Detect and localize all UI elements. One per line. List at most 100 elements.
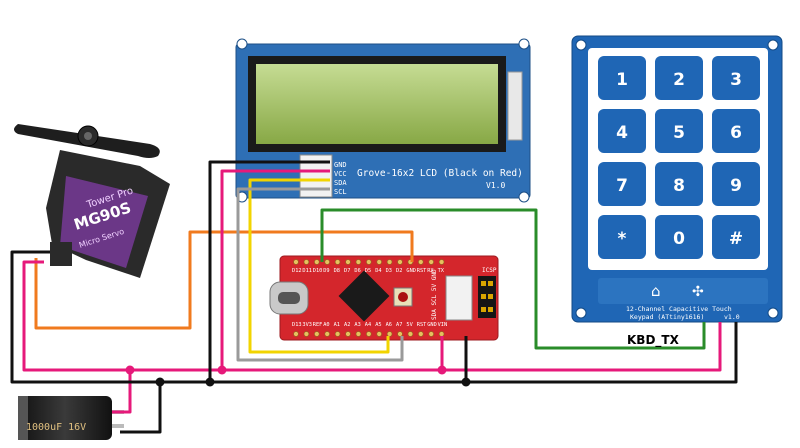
nano-bottom-pin-label: VIN — [438, 322, 448, 328]
nano-bottom-pin-hole — [438, 331, 445, 337]
nano-bottom-pin-hole — [314, 331, 320, 337]
keypad-key[interactable]: 7 — [598, 162, 646, 206]
nano-top-pin-label: TX — [438, 268, 445, 274]
keypad-key[interactable]: 4 — [598, 109, 646, 153]
nano-top-pin-label: D11 — [302, 268, 312, 274]
nano-top-pin-label: D12 — [292, 268, 302, 274]
nano-top-pin-label: D8 — [334, 268, 340, 274]
nano-top-pin-hole — [397, 259, 403, 265]
keypad-version: v1.0 — [724, 313, 740, 321]
nano-bottom-pin-label: A3 — [354, 322, 360, 328]
keypad-caption-line1: 12-Channel Capacitive Touch — [626, 305, 732, 313]
keypad-key[interactable]: 3 — [712, 56, 760, 100]
nano-bottom-pin-label: REF — [313, 322, 323, 328]
keypad-key-label: 1 — [616, 70, 628, 90]
lcd-pin-gnd: GND — [334, 161, 347, 169]
wire-gray-scl — [236, 187, 404, 362]
junction-dot — [437, 365, 447, 375]
nano-top-pin-hole — [428, 259, 434, 265]
nano-top-pin-label: D5 — [365, 268, 371, 274]
keypad-key[interactable]: 1 — [598, 56, 646, 100]
keypad-module: 1 2 3 4 5 6 7 8 9 * 0 # ⌂ ✣ 12-Channel Capacitive T… — [571, 35, 783, 323]
nano-top-pin-label: RST — [417, 268, 427, 274]
lcd-pin-vcc: VCC — [334, 170, 347, 178]
nano-bottom-pin-hole — [376, 331, 382, 337]
wire-black-cap — [120, 382, 162, 434]
nano-top-pin-hole — [438, 259, 445, 265]
nano-bottom-pin-hole — [345, 331, 351, 337]
lcd-title: Grove-16x2 LCD (Black on Red) — [357, 168, 523, 179]
nano-bottom-pin-label: 3V3 — [302, 322, 312, 328]
home-icon: ⌂ — [651, 282, 661, 300]
wire-orange-servo-signal — [34, 230, 414, 330]
nano-top-pin-label: D7 — [344, 268, 350, 274]
nano-bottom-pin-hole — [303, 331, 310, 337]
nano-bottom-pin-label: RST — [417, 322, 427, 328]
junction-dot — [125, 365, 135, 375]
nano-top-pin-hole — [376, 259, 382, 265]
nano-top-pin-hole — [314, 259, 320, 265]
wire-black-servo-gnd — [10, 250, 210, 384]
nano-top-pin-label: D2 — [396, 268, 402, 274]
wire-pink-servo-vcc — [22, 260, 222, 372]
nano-bottom-pin-hole — [355, 331, 362, 337]
nano-top-pin-label: D9 — [323, 268, 329, 274]
lcd-pin-sda: SDA — [334, 179, 347, 187]
nano-bottom-pin-label: D13 — [292, 322, 302, 328]
wire-green-kbd-tx — [320, 208, 706, 350]
nano-bottom-pin-label: GND — [427, 322, 437, 328]
nano-bottom-pin-label: A6 — [386, 322, 392, 328]
nano-side-label: SDA SCL 5V GND — [431, 269, 438, 320]
keypad-key[interactable]: 8 — [655, 162, 703, 206]
nano-top-pin-hole — [355, 259, 362, 265]
nano-top-pin-hole — [303, 259, 310, 265]
network-icon: ✣ — [692, 284, 704, 300]
nano-top-pin-hole — [324, 259, 330, 265]
keypad-key-label: 8 — [673, 176, 685, 196]
keypad-key-label: 5 — [673, 123, 685, 143]
keypad-key[interactable]: # — [712, 215, 760, 259]
keypad-key[interactable]: 6 — [712, 109, 760, 153]
keypad-key[interactable]: 9 — [712, 162, 760, 206]
nano-bottom-pin-hole — [366, 331, 372, 337]
keypad-key-label: 2 — [673, 70, 685, 90]
nano-bottom-pin-label: A4 — [365, 322, 371, 328]
junction-dot — [155, 377, 165, 387]
keypad-key[interactable]: * — [598, 215, 646, 259]
nano-bottom-pin-hole — [334, 331, 341, 337]
junction-dot — [461, 377, 471, 387]
nano-bottom-pin-label: A2 — [344, 322, 350, 328]
keypad-key-label: 9 — [730, 176, 742, 196]
nano-bottom-pin-label: A7 — [396, 322, 402, 328]
nano-top-pin-hole — [345, 259, 351, 265]
lcd-version: V1.0 — [486, 181, 505, 190]
keypad-caption-line2: Keypad (ATtiny1616) — [630, 313, 704, 321]
nano-top-pin-label: D3 — [386, 268, 392, 274]
keypad-key[interactable]: 2 — [655, 56, 703, 100]
nano-top-pin-hole — [386, 259, 393, 265]
lcd-module: GND VCC SDA SCL Grove-16x2 LCD (Black on… — [235, 38, 531, 203]
nano-bottom-pin-label: A1 — [334, 322, 340, 328]
lcd-pin-scl: SCL — [334, 188, 347, 196]
nano-top-pin-label: D10 — [313, 268, 323, 274]
keypad-key[interactable]: 0 — [655, 215, 703, 259]
nano-top-pin-label: D6 — [354, 268, 360, 274]
nano-top-pin-hole — [366, 259, 372, 265]
nano-bottom-pin-hole — [397, 331, 403, 337]
nano-bottom-pin-hole — [293, 331, 299, 337]
reset-button[interactable] — [398, 292, 408, 302]
servo-motor: Tower Pro MG90S Micro Servo — [14, 124, 170, 278]
nano-bottom-pin-hole — [428, 331, 434, 337]
keypad-key-label: 3 — [730, 70, 742, 90]
wire-yellow-sda — [248, 178, 390, 354]
keypad-key-label: # — [729, 229, 743, 249]
nano-grove-connector — [445, 275, 473, 321]
keypad-key-label: 7 — [616, 176, 628, 196]
nano-bottom-pin-hole — [386, 331, 393, 337]
capacitor-label: 1000uF 16V — [26, 422, 86, 433]
keypad-key-label: * — [618, 229, 627, 249]
nano-top-pin-hole — [418, 259, 424, 265]
keypad-key[interactable]: 5 — [655, 109, 703, 153]
